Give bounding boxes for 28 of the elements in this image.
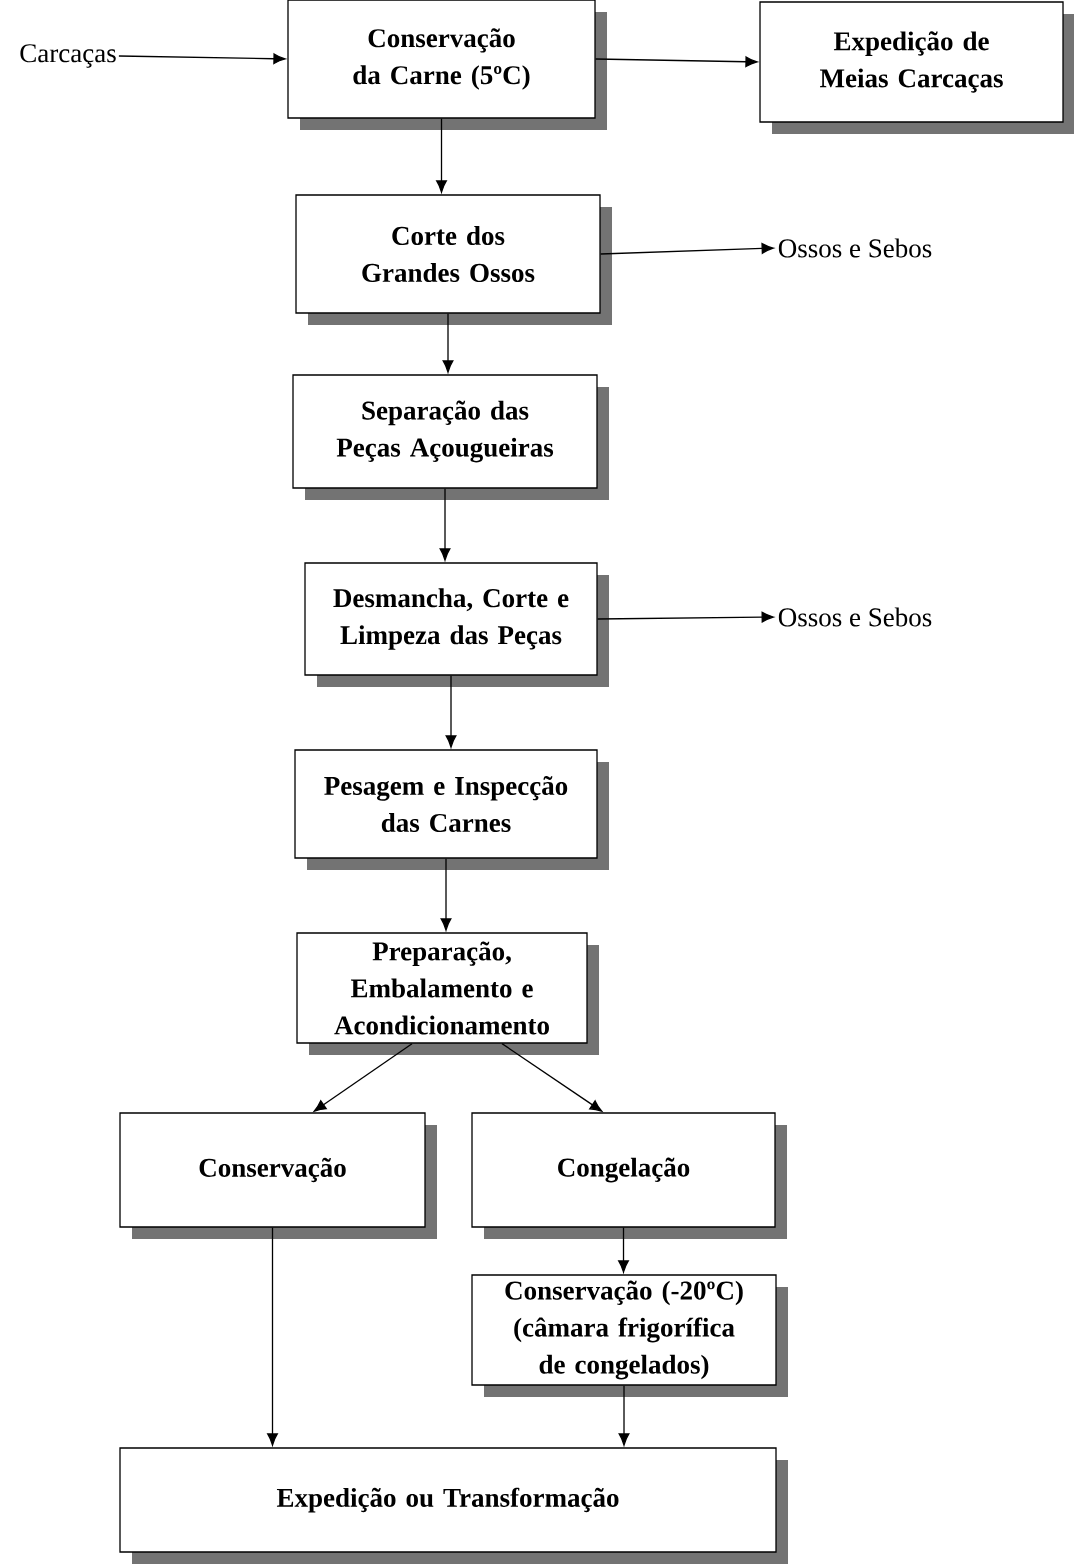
process-box: Separação das Peças Açougueiras	[292, 374, 609, 500]
process-box: Desmancha, Corte e Limpeza das Peças	[304, 562, 609, 687]
arrow	[436, 118, 447, 193]
arrow	[442, 313, 454, 373]
arrow	[618, 1385, 630, 1446]
process-box: Conservação da Carne (5ºC)	[287, 0, 607, 130]
process-box: Pesagem e Inspecção das Carnes	[294, 749, 609, 870]
arrow	[439, 488, 451, 561]
arrow	[618, 1227, 629, 1273]
process-box: Expedição de Meias Carcaças	[759, 1, 1074, 134]
arrow	[118, 53, 286, 65]
arrow	[600, 243, 774, 255]
arrow	[597, 611, 774, 623]
arrow	[595, 56, 758, 68]
arrow	[313, 1043, 413, 1112]
arrow	[440, 858, 452, 931]
arrow	[445, 675, 457, 748]
arrow	[267, 1227, 278, 1446]
arrow	[501, 1043, 603, 1112]
flow-label: Carcaças	[20, 44, 116, 68]
process-box: Congelação	[471, 1112, 787, 1239]
process-box: Conservação (-20ºC) (câmara frigorífica de congelados)	[471, 1274, 788, 1397]
process-box: Preparação, Embalamento e Acondicionamento	[296, 932, 599, 1055]
flow-label: Ossos e Sebos	[778, 238, 932, 258]
flow-label: Ossos e Sebos	[778, 607, 932, 627]
process-box: Corte dos Grandes Ossos	[295, 194, 612, 325]
process-box: Conservação	[119, 1112, 437, 1239]
process-box: Expedição ou Transformação	[119, 1447, 788, 1564]
